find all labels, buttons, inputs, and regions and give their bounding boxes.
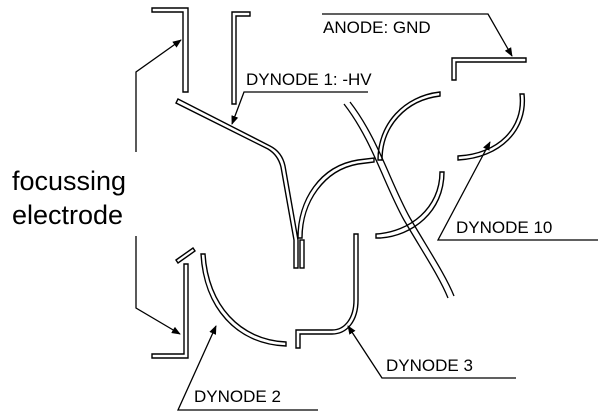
dynode-10-label: DYNODE 10 [456,218,552,237]
dynode-3-arc [295,233,359,349]
grid-wire-b [349,101,455,297]
dynode-1-label: DYNODE 1: -HV [246,70,372,89]
dynode-2-leader [176,325,318,411]
dynode-3-label: DYNODE 3 [386,356,473,375]
focus-label-line1: focussing [12,166,126,196]
dynode-1-leader [231,91,368,125]
dynode-10-arc [457,93,526,161]
dynode-2-arc [200,253,287,347]
grid-wire-a [343,103,449,299]
anode-leader [322,13,513,57]
focus-electrode-upper-inner [231,11,251,105]
focus-electrode-upper-outer [151,7,189,93]
anode-label: ANODE: GND [323,18,431,37]
focus-electrode-lower-outer [151,263,189,359]
dynode-6-arc [377,91,441,161]
dynode-1-stub [299,239,305,269]
dynode-3-leader [347,325,516,379]
focus-leader-lower [135,236,181,335]
focus-electrode-lower-tab [175,247,196,264]
dynode-4-arc [297,157,375,239]
dynode-10-leader [436,141,598,241]
focus-leader-upper [135,39,182,152]
dynode-5-arc [375,171,445,239]
dynode-1-plate [175,98,299,269]
focus-label-line2: electrode [12,200,123,230]
dynode-2-label: DYNODE 2 [194,387,281,406]
anode-plate [451,57,527,81]
